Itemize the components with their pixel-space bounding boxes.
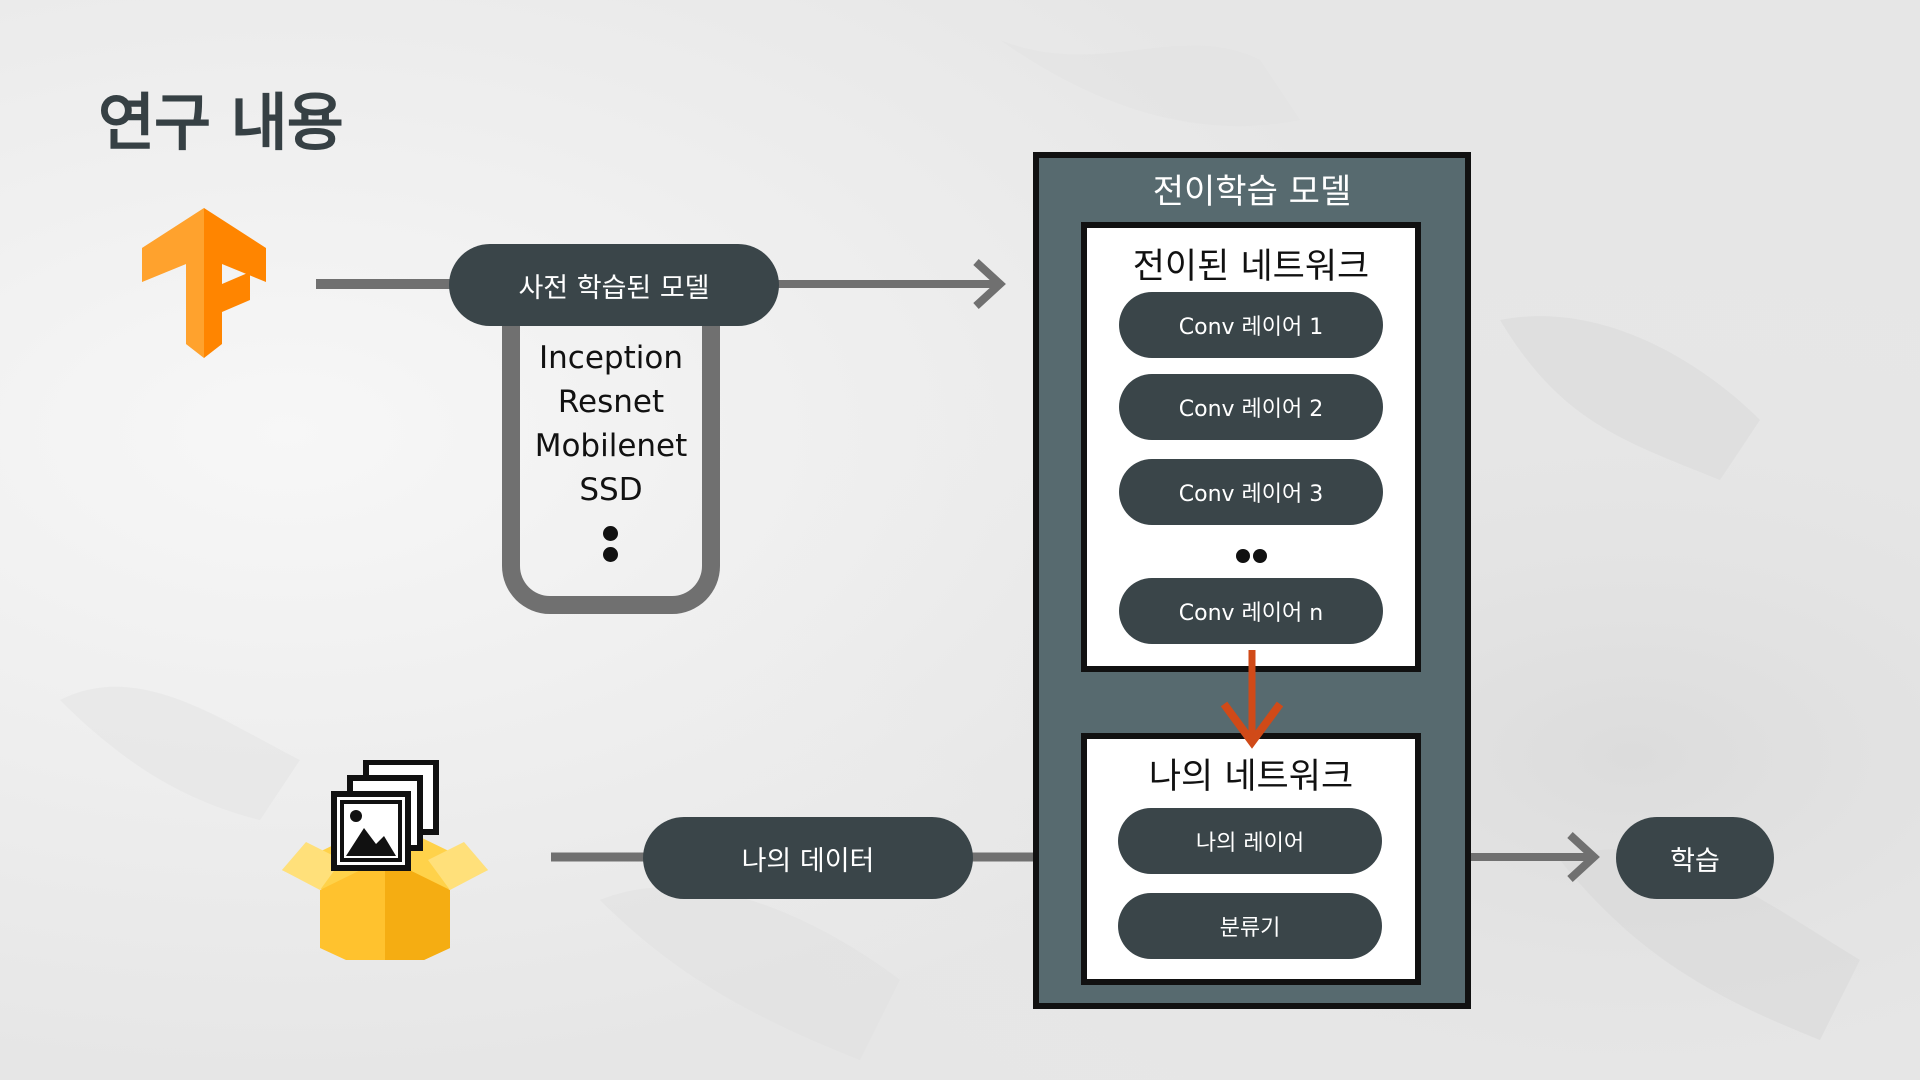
- model-name: Mobilenet: [534, 428, 688, 464]
- transferred-network-title: 전이된 네트워크: [1132, 247, 1370, 287]
- ellipsis-dot: [1236, 549, 1250, 563]
- image-dataset-box-icon: [282, 760, 488, 960]
- tensorflow-logo-icon: [142, 208, 266, 358]
- conv-layer-label: Conv 레이어 2: [1178, 397, 1324, 422]
- classifier-layer-label: 분류기: [1219, 916, 1281, 941]
- pretrained-model-list-frame: [502, 322, 720, 614]
- conv-layer: Conv 레이어 3: [1119, 459, 1383, 525]
- conv-layer: Conv 레이어 n: [1119, 578, 1383, 644]
- pretrained-model-label: 사전 학습된 모델: [449, 244, 779, 326]
- my-data-label-text: 나의 데이터: [741, 845, 875, 877]
- classifier-layer: 분류기: [1118, 893, 1382, 959]
- model-name: Resnet: [557, 384, 665, 420]
- conv-layer-label: Conv 레이어 1: [1178, 315, 1324, 340]
- conv-layer-label: Conv 레이어 3: [1178, 482, 1324, 507]
- my-layer-label: 나의 레이어: [1195, 831, 1305, 856]
- conv-layer: Conv 레이어 2: [1119, 374, 1383, 440]
- page-title: 연구 내용: [98, 86, 344, 159]
- model-name: SSD: [579, 472, 643, 508]
- transfer-model-title: 전이학습 모델: [1152, 172, 1352, 212]
- model-name: Inception: [539, 340, 683, 376]
- pretrained-model-label-text: 사전 학습된 모델: [518, 272, 710, 304]
- arrow-head-training: [1567, 832, 1600, 882]
- pretrained-model-names: Inception Resnet Mobilenet SSD: [520, 336, 702, 512]
- ellipsis-dot: [1253, 549, 1267, 563]
- my-layer: 나의 레이어: [1118, 808, 1382, 874]
- my-network-title: 나의 네트워크: [1148, 757, 1354, 797]
- training-label: 학습: [1616, 817, 1774, 899]
- ellipsis-dot: [603, 547, 618, 562]
- arrow-head-pretrained: [973, 259, 1006, 309]
- conv-layer: Conv 레이어 1: [1119, 292, 1383, 358]
- ellipsis-dot: [603, 526, 618, 541]
- my-data-label: 나의 데이터: [643, 817, 973, 899]
- transfer-arrow-icon: [1220, 650, 1284, 749]
- conv-layer-label: Conv 레이어 n: [1178, 601, 1324, 626]
- training-label-text: 학습: [1670, 845, 1720, 877]
